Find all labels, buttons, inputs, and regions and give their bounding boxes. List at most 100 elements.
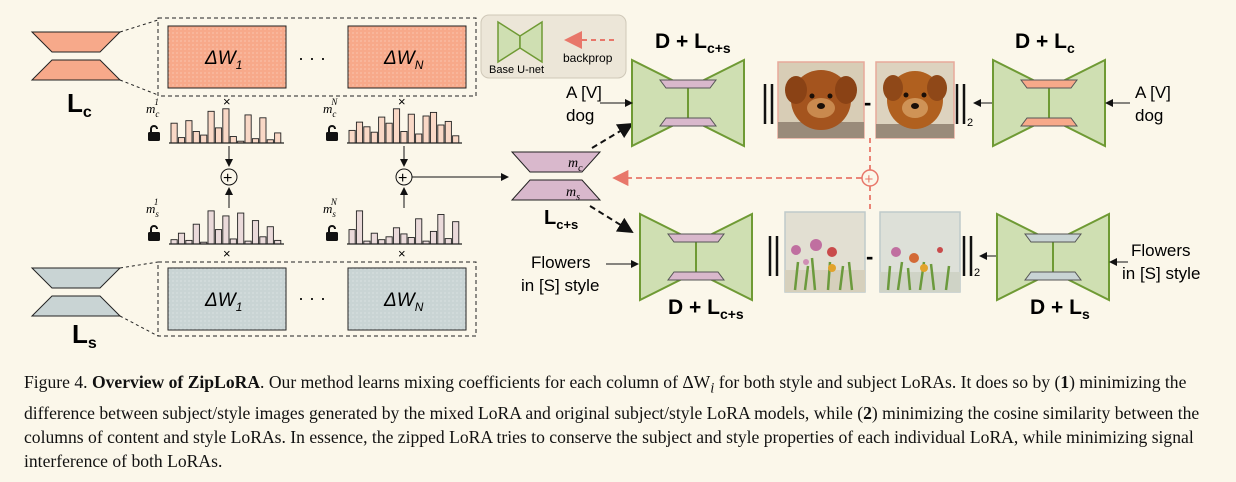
coefficient-bar <box>222 215 230 245</box>
coefficient-bar <box>370 232 378 245</box>
top-right-title: D + Lc <box>1015 30 1075 56</box>
times-sign: × <box>223 246 231 261</box>
sum-node-1 <box>220 168 238 186</box>
coefficient-bar <box>429 230 438 245</box>
coefficient-bar <box>437 124 445 144</box>
caption-figure-number: Figure 4. <box>24 372 88 392</box>
flowers-image-mixed <box>784 211 866 293</box>
content-coefficients-1 <box>169 108 284 144</box>
coefficient-bar <box>429 111 438 144</box>
coefficient-bar <box>444 120 452 144</box>
unlock-icon <box>326 225 338 241</box>
coefficient-bar <box>452 221 460 245</box>
mc1-label: mc1 <box>146 97 159 119</box>
style-delta-wn-label: ΔWN <box>383 290 424 314</box>
coefficient-bar <box>192 131 200 144</box>
mc-label: mc <box>568 156 583 174</box>
caption-text: for both style and subject LoRAs. It doe… <box>714 372 1061 392</box>
prompt-flowers-line2: in [S] style <box>1122 264 1200 283</box>
coefficient-bar <box>370 131 378 144</box>
dog-image-content <box>875 61 955 139</box>
coefficient-bar <box>415 133 423 144</box>
coefficient-bar <box>363 126 371 144</box>
norm-close-bottom <box>962 236 973 276</box>
unlock-icon <box>148 125 160 141</box>
msN-label: msN <box>323 197 338 219</box>
prompt-dog-line2: dog <box>566 106 594 125</box>
caption-step-2: 2 <box>863 402 872 423</box>
coefficient-bar <box>348 229 356 245</box>
coefficient-bar <box>385 122 393 144</box>
prompt-flowers-line1: Flowers <box>531 253 591 272</box>
unet-bottom-style <box>996 212 1110 302</box>
style-delta-w1-label: ΔW1 <box>204 290 242 314</box>
coefficient-bar <box>170 122 178 144</box>
coefficient-bar <box>214 127 223 144</box>
plus-sign: + <box>398 170 407 187</box>
norm-open-top <box>763 84 774 124</box>
content-ellipsis: · · · <box>298 48 326 68</box>
unet-top-mixed <box>631 58 745 148</box>
ziplora-diagram: Lc ΔW1 · · · ΔWN × × mc1 mcN + + ms1 msN <box>30 14 1200 352</box>
coefficient-bar <box>348 129 356 144</box>
top-left-title: D + Lc+s <box>655 30 731 56</box>
ms1-label: ms1 <box>146 197 159 219</box>
coefficient-bar <box>415 218 423 245</box>
coefficient-bar <box>244 114 252 144</box>
style-lora-icon <box>30 267 122 317</box>
coefficient-bar <box>237 212 245 245</box>
figure-caption: Figure 4. Overview of ZipLoRA. Our metho… <box>24 370 1216 473</box>
coefficient-bar <box>355 210 364 245</box>
coefficient-bar <box>378 239 386 245</box>
times-sign: × <box>398 246 406 261</box>
ms-label: ms <box>566 185 580 203</box>
norm-subscript: 2 <box>974 267 980 279</box>
unlock-icon <box>148 225 160 241</box>
mcN-label: mcN <box>323 97 338 119</box>
coefficient-bar <box>274 132 282 144</box>
caption-title: Overview of ZipLoRA <box>91 372 261 392</box>
style-ellipsis: · · · <box>298 288 326 308</box>
caption-text: ) minimizing the cosine similarity betwe… <box>24 402 1200 471</box>
content-lora-box <box>157 17 477 97</box>
bottom-right-title: D + Ls <box>1030 296 1090 322</box>
coefficient-bar <box>452 135 460 144</box>
style-coefficients-n <box>347 210 462 245</box>
minus-sign: - <box>864 90 871 115</box>
dog-image-mixed <box>777 61 865 139</box>
coefficient-bar <box>170 239 178 245</box>
prompt-dog-line1: A [V] <box>566 83 602 102</box>
coefficient-bar <box>407 237 415 245</box>
coefficient-bar <box>177 232 186 245</box>
ls-label: Ls <box>72 319 97 352</box>
caption-step-1: 1 <box>1060 372 1070 392</box>
content-lora-icon <box>30 31 122 81</box>
coefficient-bar <box>400 233 408 245</box>
coefficient-bar <box>251 220 260 245</box>
times-sign: × <box>223 94 231 109</box>
coefficient-bar <box>407 113 415 144</box>
times-sign: × <box>398 94 406 109</box>
coefficient-bar <box>444 238 452 245</box>
flowers-image-style <box>879 211 961 293</box>
unet-legend-icon <box>497 20 543 64</box>
coefficient-bar <box>229 136 237 144</box>
norm-open-bottom <box>768 236 779 276</box>
coefficient-bar <box>437 214 445 245</box>
coefficient-bar <box>422 115 430 144</box>
legend-box <box>480 14 627 79</box>
lcs-label: Lc+s <box>544 207 578 232</box>
content-delta-wn-label: ΔWN <box>383 48 424 72</box>
coefficient-bar <box>355 121 364 144</box>
coefficient-bar <box>385 236 393 245</box>
norm-close-top <box>955 84 966 124</box>
caption-subscript: i <box>710 380 715 397</box>
coefficient-bar <box>259 117 267 144</box>
unet-bottom-mixed <box>639 212 753 302</box>
content-coefficients-n <box>347 108 462 144</box>
plus-sign: + <box>223 170 232 187</box>
coefficient-bar <box>222 108 230 144</box>
merged-lora-icon <box>510 151 602 201</box>
coefficient-bar <box>200 134 208 144</box>
